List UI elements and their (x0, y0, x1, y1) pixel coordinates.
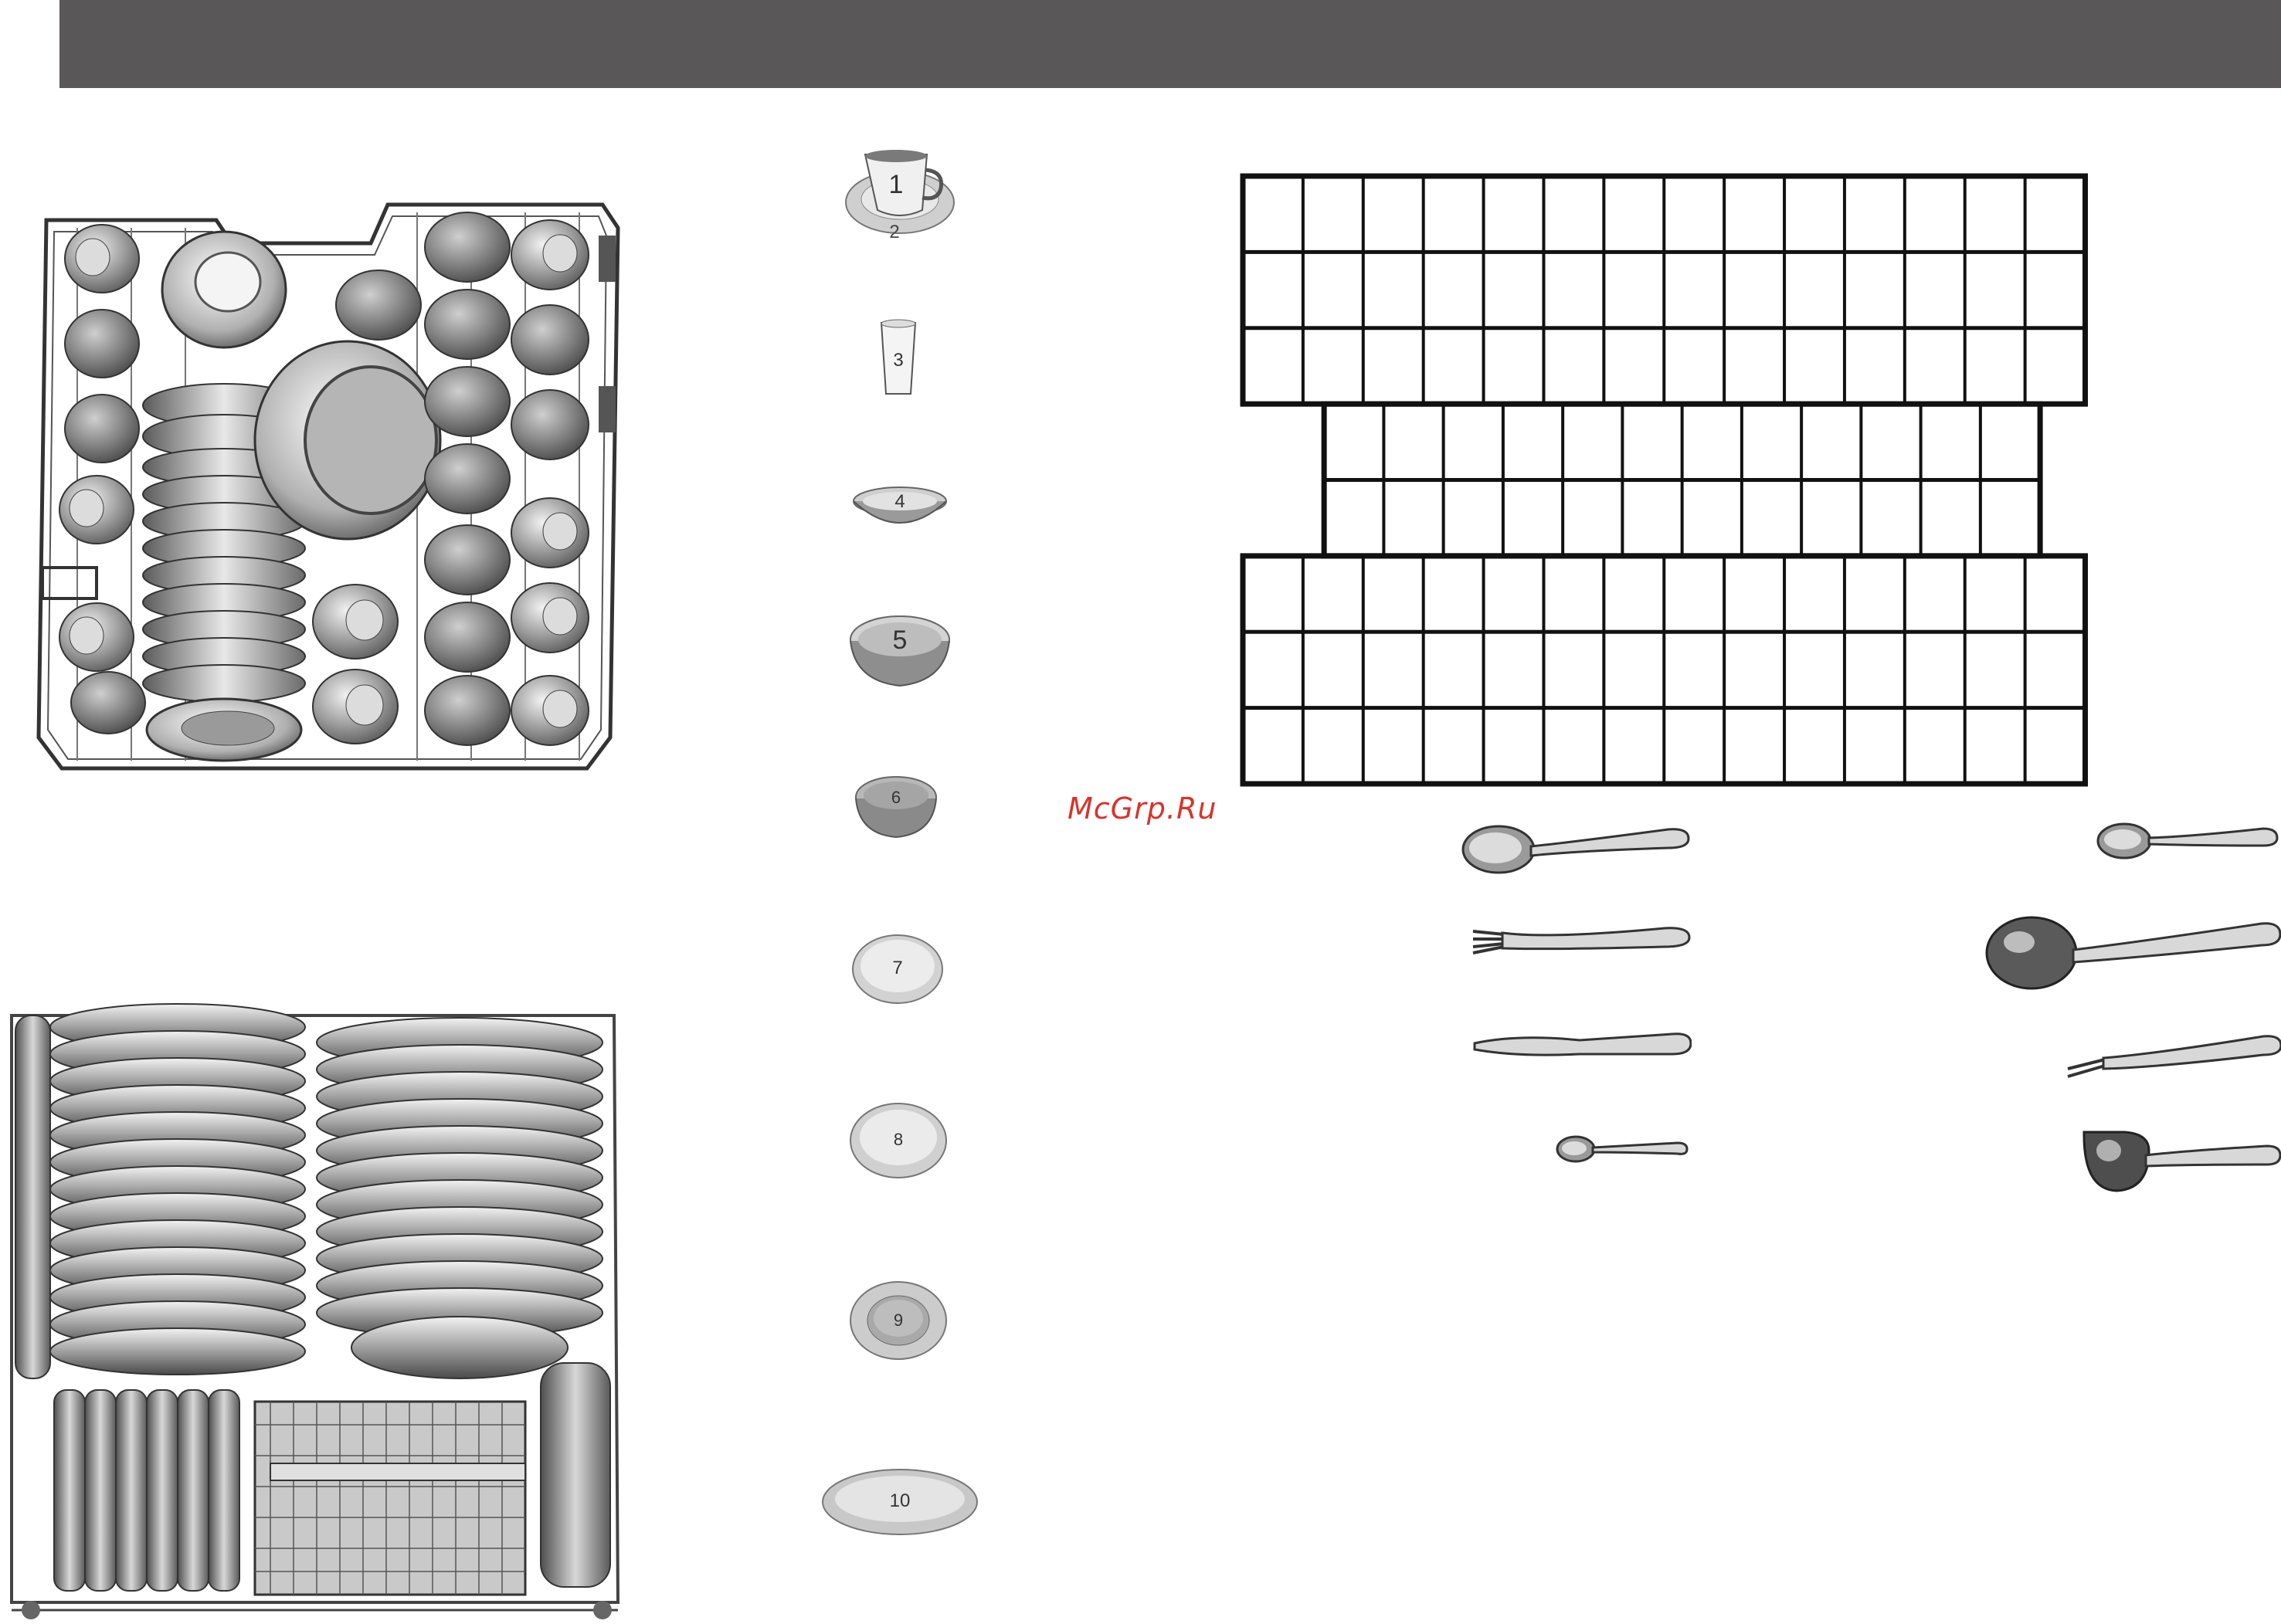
item-dinner-plate: 8 (848, 1100, 949, 1182)
fork-icon (1471, 919, 1692, 969)
item-small-bowl: 4 (850, 475, 950, 537)
upper-rack-illustration (31, 197, 633, 780)
item-cup-and-saucer: 1 2 (842, 147, 958, 255)
item-oval-platter: 10 (819, 1463, 981, 1541)
item-number: 10 (890, 1490, 911, 1511)
item-number: 1 (889, 170, 904, 199)
item-dessert-bowl: 6 (850, 772, 942, 842)
item-number: 7 (892, 958, 902, 978)
grid-top-section (1243, 176, 2086, 404)
item-number: 3 (893, 350, 903, 371)
dessert-spoon-icon (2093, 815, 2279, 869)
item-number: 6 (891, 788, 901, 807)
item-number: 9 (894, 1310, 903, 1330)
serving-fork-icon (2066, 1029, 2281, 1087)
watermark: McGrp.Ru (1068, 792, 1217, 826)
item-number: 5 (893, 626, 908, 655)
item-number: 8 (894, 1130, 903, 1149)
item-number: 4 (894, 491, 905, 512)
item-large-bowl: 5 (846, 610, 954, 695)
item-dessert-plate: 7 (850, 931, 946, 1008)
item-glass: 3 (877, 317, 923, 402)
header-bar (59, 0, 2281, 88)
lower-rack-label: 10 (0, 1143, 3, 1184)
teaspoon-icon (1554, 1127, 1689, 1174)
item-soup-plate: 9 (848, 1278, 949, 1363)
grid-middle-section (1324, 404, 2040, 556)
soup-spoon-icon (1460, 817, 1692, 883)
item-sub-number: 2 (889, 222, 899, 242)
lower-rack-illustration (0, 1000, 630, 1624)
knife-icon (1471, 1023, 1692, 1073)
cutlery-basket-grid (1240, 173, 2097, 787)
gravy-ladle-icon (2078, 1120, 2281, 1201)
grid-bottom-section (1243, 556, 2086, 784)
serving-spoon-icon (1984, 911, 2281, 1000)
